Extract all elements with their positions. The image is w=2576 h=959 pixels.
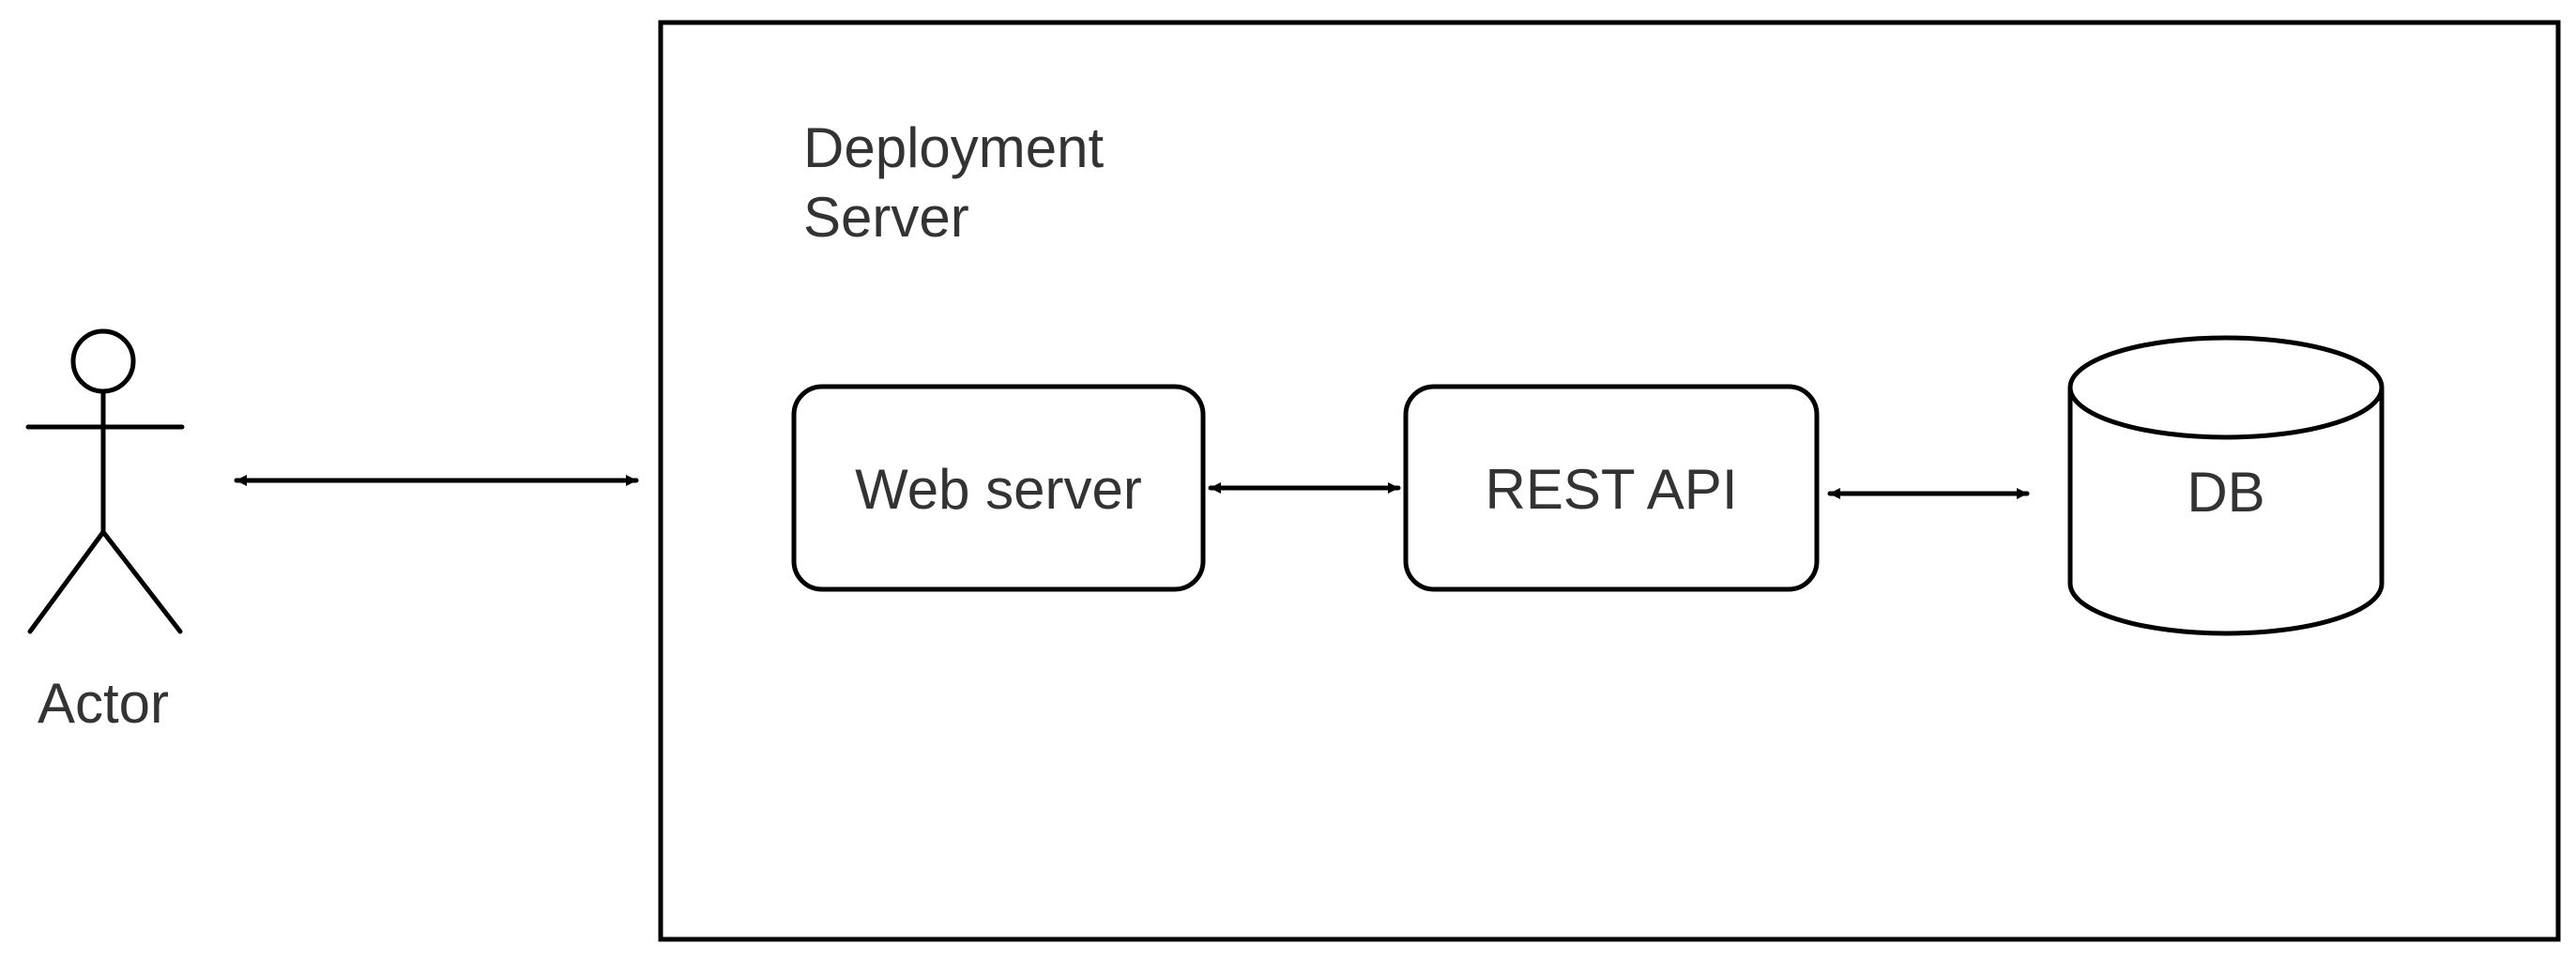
actor-label: Actor: [38, 672, 169, 735]
actor-head: [70, 328, 136, 394]
web-server-label: Web server: [855, 458, 1142, 521]
rest-api-node[interactable]: [1403, 384, 1820, 592]
web-server-node[interactable]: [791, 384, 1206, 592]
db-cylinder-top: [2067, 335, 2385, 440]
deployment-server-container[interactable]: [658, 20, 2561, 942]
actor-figure[interactable]: [25, 328, 185, 634]
container-title-line-2: Server: [803, 186, 969, 249]
rest-api-label: REST API: [1485, 458, 1737, 521]
container-title-line-1: Deployment: [803, 116, 1104, 179]
db-cylinder-body: [2067, 388, 2385, 636]
db-node[interactable]: [2067, 335, 2385, 636]
actor-right-leg: [100, 529, 183, 634]
db-label: DB: [2187, 461, 2264, 524]
actor-left-leg: [27, 529, 106, 634]
